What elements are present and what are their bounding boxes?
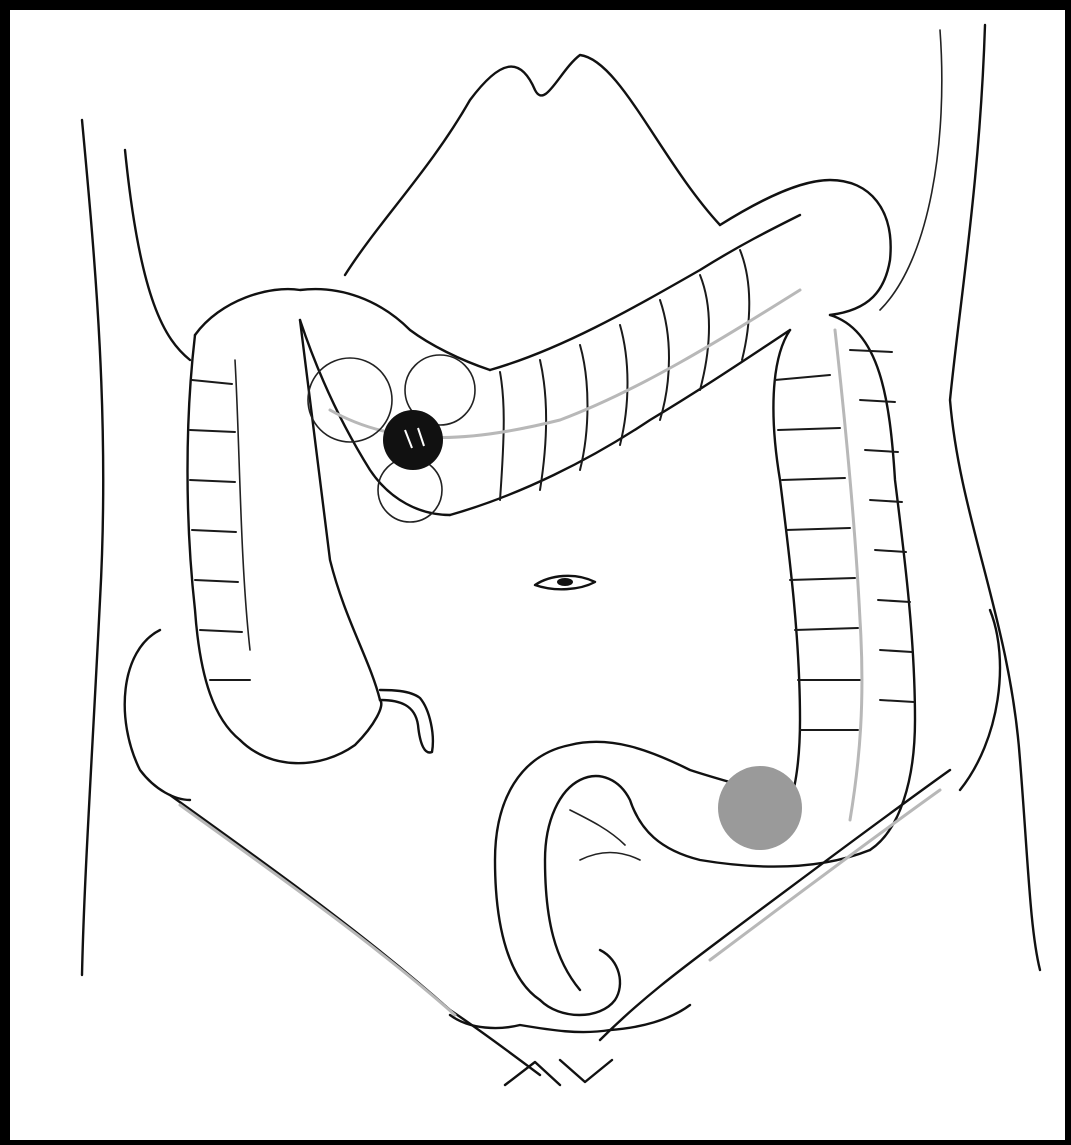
lesion-markers (383, 410, 802, 850)
pubic-symphysis-outline (450, 1005, 690, 1032)
hepatic-flexure-top (195, 289, 490, 370)
dark-lesion-marker (383, 410, 443, 470)
torso-left-edge (82, 120, 103, 975)
left-rib-line (125, 150, 190, 360)
gray-lesion-marker (718, 766, 802, 850)
descending-colon-taenia (835, 330, 862, 820)
transverse-colon-haustra (500, 250, 749, 500)
descending-colon-inner-wall (773, 330, 800, 800)
umbilicus-center (557, 578, 573, 586)
splenic-flexure-outline (720, 180, 891, 315)
liver-upper-contour (345, 55, 720, 275)
rectum-top (540, 950, 620, 1015)
genital-region-lines (505, 1060, 612, 1085)
torso-right-edge (950, 25, 1040, 970)
descending-colon (773, 315, 915, 850)
right-iliac-crest (960, 610, 1000, 790)
ascending-colon-fold (235, 360, 250, 650)
left-iliac-crest (125, 630, 190, 800)
descending-colon-haustra-outer (850, 350, 914, 702)
transverse-colon-upper-wall (490, 215, 800, 370)
sigmoid-colon (495, 742, 870, 1015)
liver-outline (345, 55, 891, 315)
ascending-colon-inner-wall (300, 320, 380, 700)
sigmoid-fold (570, 810, 640, 860)
colon-segment-ring (308, 358, 392, 442)
figure-canvas (10, 10, 1065, 1140)
left-inguinal-shadow (180, 805, 455, 1015)
transverse-colon (195, 215, 800, 522)
cecum-outline (240, 700, 381, 763)
sigmoid-inner-loop (545, 776, 870, 990)
pelvic-outline (170, 770, 950, 1085)
umbilicus (535, 576, 595, 589)
appendix (380, 690, 433, 753)
